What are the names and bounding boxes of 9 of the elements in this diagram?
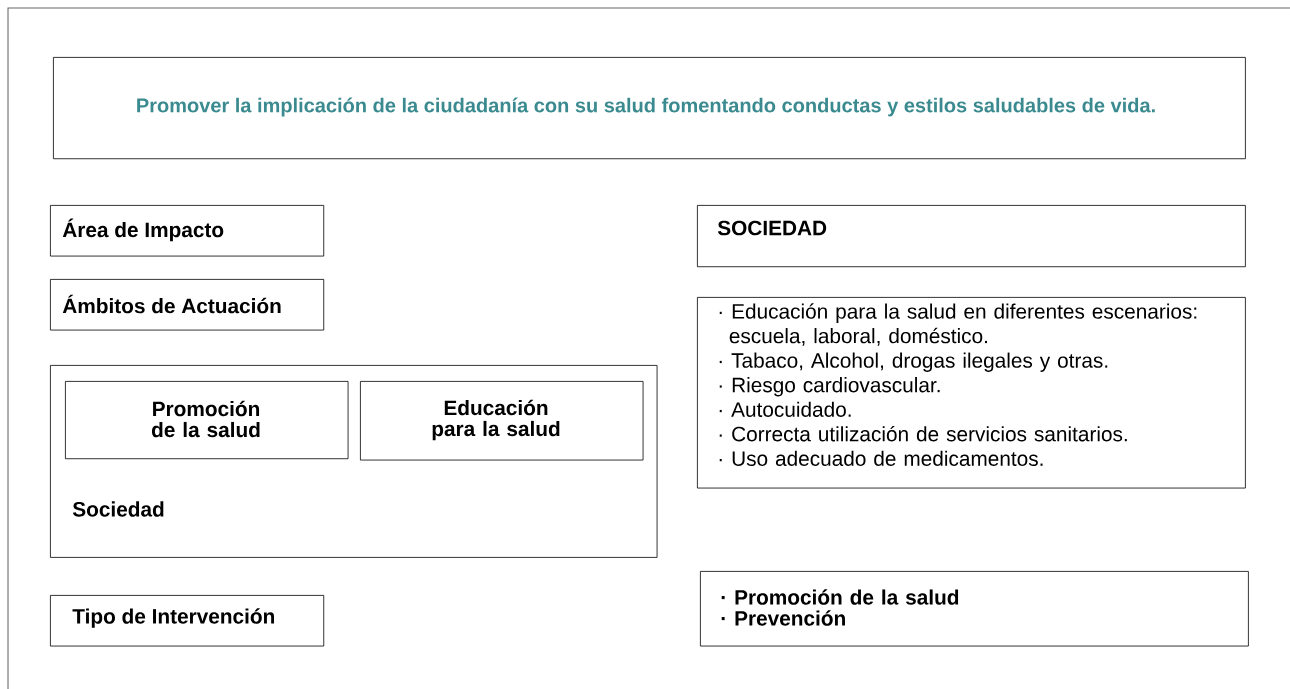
label-box: Área de Impacto — [50, 205, 325, 257]
label-box: Promoción de la salud — [65, 381, 349, 460]
label-box: Ámbitos de Actuación — [50, 279, 325, 331]
label-box: SOCIEDAD — [697, 205, 1246, 268]
label-box: Educación para la salud — [360, 381, 644, 461]
bullet-list-box: · Educación para la salud en diferentes escenarios: escuela, laboral, doméstico. · Tabaco, Alcohol, drogas ilegales y otras. · Riesgo cardiovascular. · Autocuidado. · Correcta utilización de servicios sanitarios. · Uso adecuado de medicamentos. — [697, 297, 1246, 489]
bullet-list-box: · Promoción de la salud · Prevención — [700, 571, 1249, 647]
label-box: Tipo de Intervención — [50, 595, 325, 647]
heading-box: Promover la implicación de la ciudadanía con su salud fomentando conductas y estilos saludables de vida. — [53, 57, 1246, 160]
